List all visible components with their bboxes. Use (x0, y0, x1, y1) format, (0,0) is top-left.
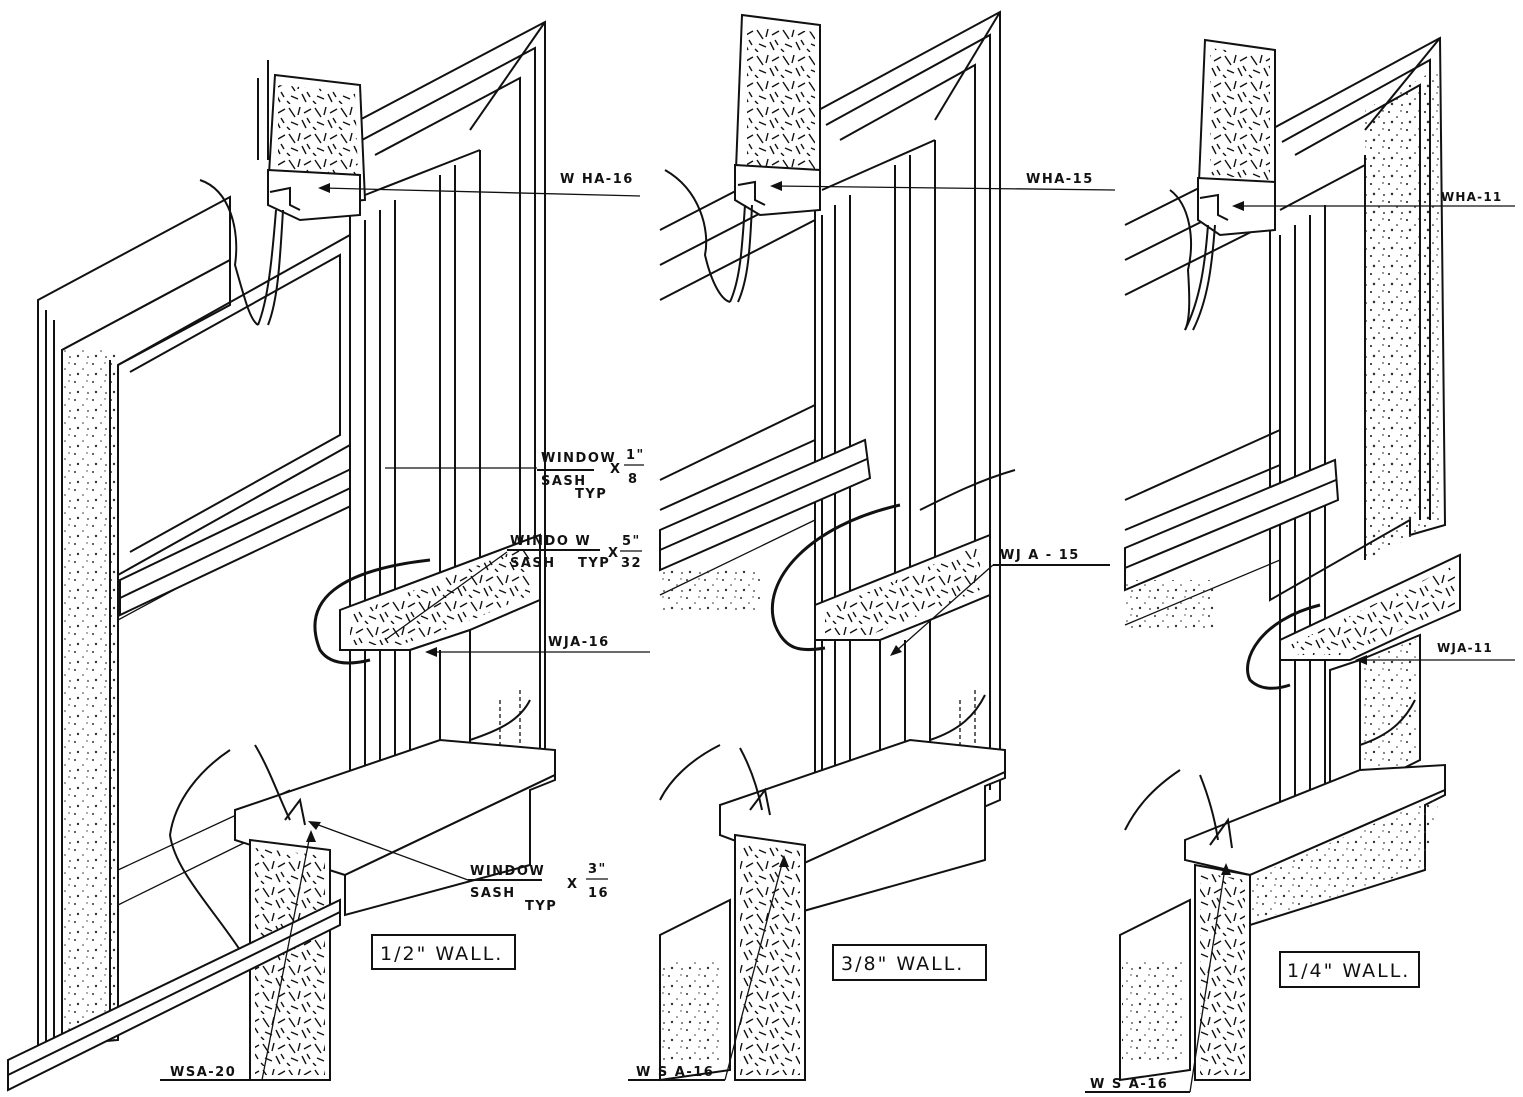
jamb-callout-wja-15: WJ A - 15 (1000, 548, 1080, 563)
wall-label-half-inch: 1/2" WALL. (380, 943, 503, 965)
sill-callout-wsa-16-c: W S A-16 (1090, 1077, 1168, 1092)
sill-apron (344, 773, 556, 917)
sill-callout-wsa-20: WSA-20 (170, 1065, 236, 1080)
panel-half-inch-wall (7, 20, 556, 1092)
note-lower-line2: SASH (470, 886, 516, 901)
panel-half-inch-callouts: W HA-16 WINDOW SASH TYP X 1" 8 WINDO W S… (160, 172, 650, 1081)
wall-label-three-eighths: 3/8" WALL. (841, 953, 964, 975)
wall-label-box-three-eighths (832, 944, 987, 981)
note-upper-num: 1" (626, 448, 645, 463)
jamb-callout-wja-11: WJA-11 (1437, 641, 1493, 655)
note-lower-den: 16 (588, 886, 609, 901)
meeting-rail-3 (1124, 458, 1340, 592)
meeting-rail-2 (659, 438, 872, 572)
note-upper-line3: TYP (575, 487, 607, 502)
panel-three-eighths-callouts: WHA-15 WJ A - 15 3/8" WALL. W S A-16 (628, 172, 1116, 1081)
head-callout-wha-15: WHA-15 (1026, 172, 1094, 187)
note-upper-den: 8 (628, 472, 639, 487)
wall-label-box-quarter (1279, 951, 1420, 988)
note-upper-line2: SASH (541, 474, 587, 489)
wall-label-quarter-inch: 1/4" WALL. (1287, 960, 1410, 982)
head-callout-wha-16: W HA-16 (560, 172, 634, 187)
note-upper-times: X (610, 462, 622, 477)
panel-three-eighths-wall (659, 10, 1016, 1082)
note-lower-line1: WINDOW (470, 864, 545, 879)
note-middle-den: 32 (621, 556, 642, 571)
note-lower-line3: TYP (525, 899, 557, 914)
note-middle-line2: SASH (510, 556, 556, 571)
wall-label-box-half (371, 934, 516, 970)
note-middle-num: 5" (622, 534, 641, 549)
baseboard (7, 898, 341, 1092)
note-lower-times: X (567, 877, 579, 892)
note-middle-line3: TYP (578, 556, 610, 571)
note-upper-line1: WINDOW (541, 451, 616, 466)
panel-quarter-inch-callouts: WHA-11 WJA-11 1/4" WALL. W S A-16 (1085, 190, 1515, 1093)
head-callout-wha-11: WHA-11 (1441, 190, 1502, 204)
panel-quarter-inch-wall (1119, 36, 1461, 1082)
sill-callout-wsa-16-b: W S A-16 (636, 1065, 714, 1080)
note-middle-times: X (608, 546, 620, 561)
note-lower-num: 3" (588, 862, 607, 877)
jamb-callout-wja-16: WJA-16 (548, 635, 610, 650)
note-middle-line1: WINDO W (510, 534, 591, 549)
